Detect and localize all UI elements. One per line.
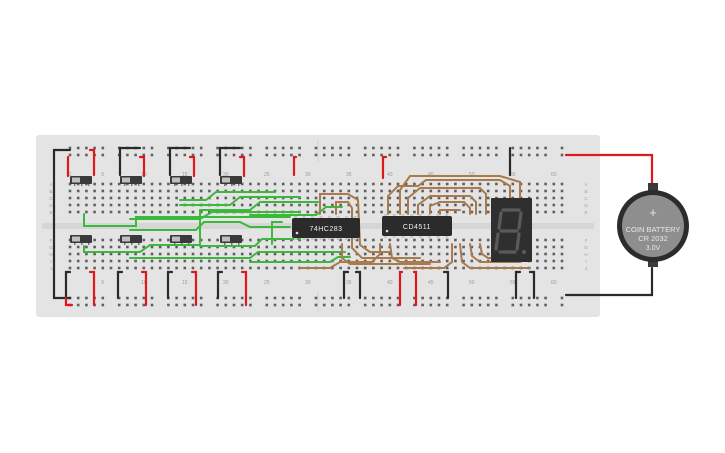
column-label: 15: [182, 280, 188, 286]
row-letter: E: [584, 210, 587, 215]
column-label: 30: [305, 280, 311, 286]
battery-label-line2: CR 2032: [638, 234, 668, 243]
column-label: 40: [387, 172, 393, 178]
chip-cd4511-label: CD4511: [403, 224, 431, 231]
row-letter: C: [584, 196, 588, 201]
slide-switch[interactable]: [170, 176, 192, 186]
column-label: 60: [551, 172, 557, 178]
row-letter: H: [49, 252, 52, 257]
column-label: 5: [101, 280, 104, 286]
chip-74hc283[interactable]: 74HC283: [292, 216, 360, 240]
row-letter: F: [585, 238, 588, 243]
column-label: 30: [305, 172, 311, 178]
column-label: 1: [69, 172, 72, 178]
chip-74hc283-label: 74HC283: [309, 226, 342, 233]
battery-plus-symbol: +: [649, 205, 657, 220]
slide-switch[interactable]: [220, 235, 242, 245]
row-letter: D: [49, 203, 53, 208]
column-label: 45: [428, 280, 434, 286]
column-label: 25: [264, 280, 270, 286]
slide-switch[interactable]: [70, 235, 92, 245]
column-label: 20: [223, 280, 229, 286]
row-letter: G: [49, 245, 53, 250]
row-letter: C: [49, 196, 53, 201]
row-letter: F: [50, 238, 53, 243]
battery-label-line3: 3.0V: [646, 245, 661, 252]
row-letter: B: [584, 189, 587, 194]
green-wires: [83, 191, 351, 263]
slide-switch[interactable]: [120, 176, 142, 186]
slide-switch[interactable]: [70, 176, 92, 186]
row-letter: J: [50, 266, 52, 271]
row-letter: I: [585, 259, 586, 264]
row-letter: I: [50, 259, 51, 264]
brown-wires: [299, 175, 531, 269]
column-label: 5: [101, 172, 104, 178]
row-letter: H: [584, 252, 587, 257]
display-digit: 8.: [511, 261, 513, 263]
display-decimal-point: [522, 250, 526, 254]
slide-switch[interactable]: [120, 235, 142, 245]
coin-battery[interactable]: + COIN BATTERY CR 2032 3.0V: [617, 183, 689, 267]
column-label: 60: [551, 280, 557, 286]
column-label: 25: [264, 172, 270, 178]
row-letter: G: [584, 245, 588, 250]
battery-label-line1: COIN BATTERY: [626, 225, 681, 234]
seven-segment-display[interactable]: 8.: [491, 198, 532, 263]
row-letter: J: [585, 266, 587, 271]
chip-cd4511[interactable]: CD4511: [382, 214, 452, 238]
slide-switch[interactable]: [170, 235, 192, 245]
column-label: 15: [182, 172, 188, 178]
breadboard-holes: [68, 140, 564, 312]
column-label: 50: [469, 280, 475, 286]
slide-switches: [70, 176, 242, 245]
row-letter: B: [49, 189, 52, 194]
column-label: 55: [510, 280, 516, 286]
rail-wires: [52, 146, 654, 307]
row-letter: D: [584, 203, 588, 208]
row-letter: A: [584, 182, 587, 187]
column-label: 35: [346, 280, 352, 286]
display-segments: [494, 208, 523, 254]
slide-switch[interactable]: [220, 176, 242, 186]
row-letter: A: [49, 182, 52, 187]
column-label: 20: [223, 172, 229, 178]
column-label: 10: [141, 280, 147, 286]
column-label: 55: [510, 172, 516, 178]
row-letter: E: [49, 210, 52, 215]
column-label: 35: [346, 172, 352, 178]
column-label: 40: [387, 280, 393, 286]
